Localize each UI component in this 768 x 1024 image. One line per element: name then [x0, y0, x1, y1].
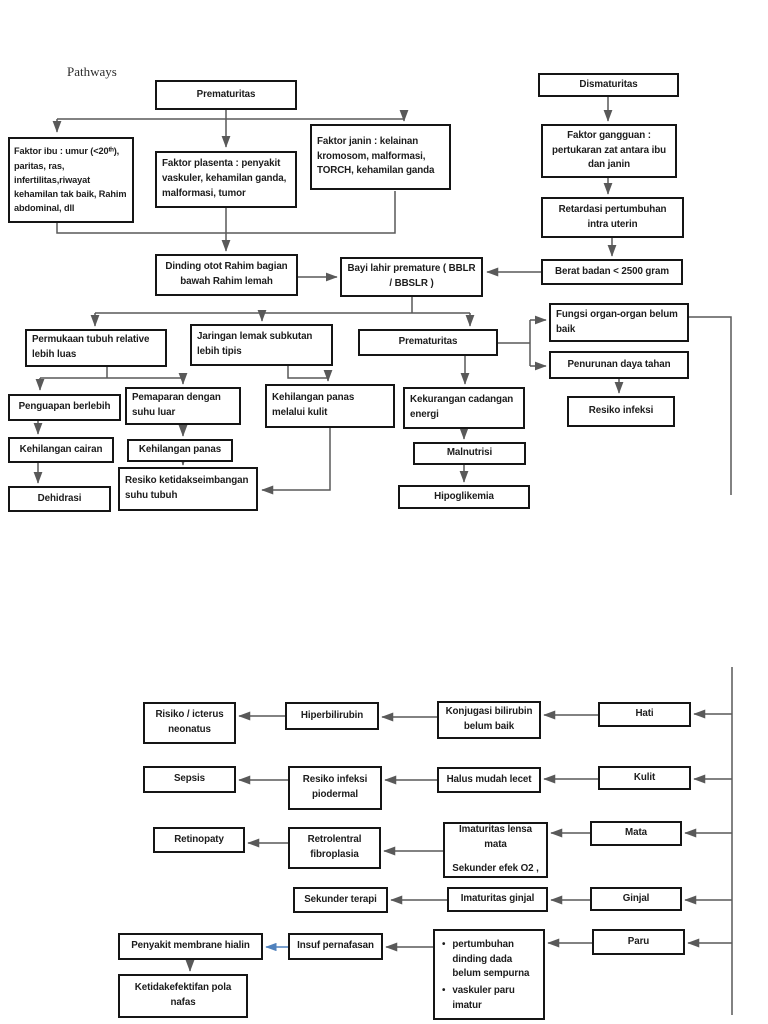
node-bayi-lahir-premature: Bayi lahir premature ( BBLR / BBSLR ) — [340, 257, 483, 297]
node-kekurangan-energi: Kekurangan cadangan energi — [403, 387, 525, 429]
node-faktor-gangguan: Faktor gangguan : pertukaran zat antara … — [541, 124, 677, 178]
node-berat-badan: Berat badan < 2500 gram — [541, 259, 683, 285]
paru-cause-item: • vaskuler paru imatur — [440, 984, 538, 1013]
node-faktor-janin: Faktor janin : kelainan kromosom, malfor… — [310, 124, 451, 190]
node-penurunan-daya-tahan: Penurunan daya tahan — [549, 351, 689, 379]
imaturitas-lensa-line2: Sekunder efek O2 , — [452, 862, 539, 874]
paru-cause-item: • pertumbuhan dinding dada belum sempurn… — [440, 938, 538, 982]
node-resiko-infeksi: Resiko infeksi — [567, 396, 675, 427]
connector-line — [40, 110, 733, 1015]
node-penguapan: Penguapan berlebih — [8, 394, 121, 421]
bullet-icon: • — [442, 939, 446, 950]
node-sepsis: Sepsis — [143, 766, 236, 793]
node-hiperbilirubin: Hiperbilirubin — [285, 702, 379, 730]
paru-cause-text: pertumbuhan dinding dada belum sempurna — [452, 939, 530, 980]
node-mata: Mata — [590, 821, 682, 846]
node-halus-mudah-lecet: Halus mudah lecet — [437, 767, 541, 793]
imaturitas-lensa-line1: Imaturitas lensa mata — [459, 824, 532, 851]
node-penyakit-membrane-hialin: Penyakit membrane hialin — [118, 933, 263, 960]
node-konjugasi-bilirubin: Konjugasi bilirubin belum baik — [437, 701, 541, 739]
node-jaringan-lemak: Jaringan lemak subkutan lebih tipis — [190, 324, 333, 366]
node-resiko-suhu: Resiko ketidakseimbangan suhu tubuh — [118, 467, 258, 511]
node-retardasi: Retardasi pertumbuhan intra uterin — [541, 197, 684, 238]
node-resiko-piodermal: Resiko infeksi piodermal — [288, 766, 382, 810]
node-imaturitas-lensa: Imaturitas lensa mata Sekunder efek O2 , — [443, 822, 548, 878]
node-ketidakefektifan: Ketidakefektifan pola nafas — [118, 974, 248, 1018]
node-sekunder-terapi: Sekunder terapi — [293, 887, 388, 913]
arrow — [261, 428, 331, 495]
node-dehidrasi: Dehidrasi — [8, 486, 111, 512]
node-fungsi-organ: Fungsi organ-organ belum baik — [549, 303, 689, 342]
node-imaturitas-ginjal: Imaturitas ginjal — [447, 887, 548, 912]
node-hati: Hati — [598, 702, 691, 727]
connector-skeleton — [40, 110, 733, 1015]
node-paru: Paru — [592, 929, 685, 955]
paru-cause-text: vaskuler paru imatur — [452, 985, 515, 1011]
node-insuf-pernafasan: Insuf pernafasan — [288, 933, 383, 960]
bullet-icon: • — [442, 985, 446, 997]
node-prematuritas: Prematuritas — [155, 80, 297, 110]
page-title: Pathways — [67, 64, 117, 79]
node-dinding-otot: Dinding otot Rahim bagian bawah Rahim le… — [155, 254, 298, 296]
node-kehilangan-cairan: Kehilangan cairan — [8, 437, 114, 463]
node-faktor-ibu: Faktor ibu : umur (<20ᵗʰ), paritas, ras,… — [8, 137, 134, 223]
node-hipoglikemia: Hipoglikemia — [398, 485, 530, 509]
node-risiko-icterus: Risiko / icterus neonatus — [143, 702, 236, 744]
node-ginjal: Ginjal — [590, 887, 682, 911]
node-paru-causes: • pertumbuhan dinding dada belum sempurn… — [433, 929, 545, 1020]
node-retrolentral: Retrolentral fibroplasia — [288, 827, 381, 869]
node-retinopaty: Retinopaty — [153, 827, 245, 853]
node-dismaturitas: Dismaturitas — [538, 73, 679, 97]
node-malnutrisi: Malnutrisi — [413, 442, 526, 465]
node-permukaan-tubuh: Permukaan tubuh relative lebih luas — [25, 329, 167, 367]
node-kulit: Kulit — [598, 766, 691, 790]
node-pemaparan: Pemaparan dengan suhu luar — [125, 387, 241, 425]
node-prematuritas-2: Prematuritas — [358, 329, 498, 356]
node-kehilangan-panas: Kehilangan panas — [127, 439, 233, 462]
node-faktor-plasenta: Faktor plasenta : penyakit vaskuler, keh… — [155, 151, 297, 208]
node-kehilangan-panas-kulit: Kehilangan panas melalui kulit — [265, 384, 395, 428]
connector-arrows — [33, 97, 732, 972]
